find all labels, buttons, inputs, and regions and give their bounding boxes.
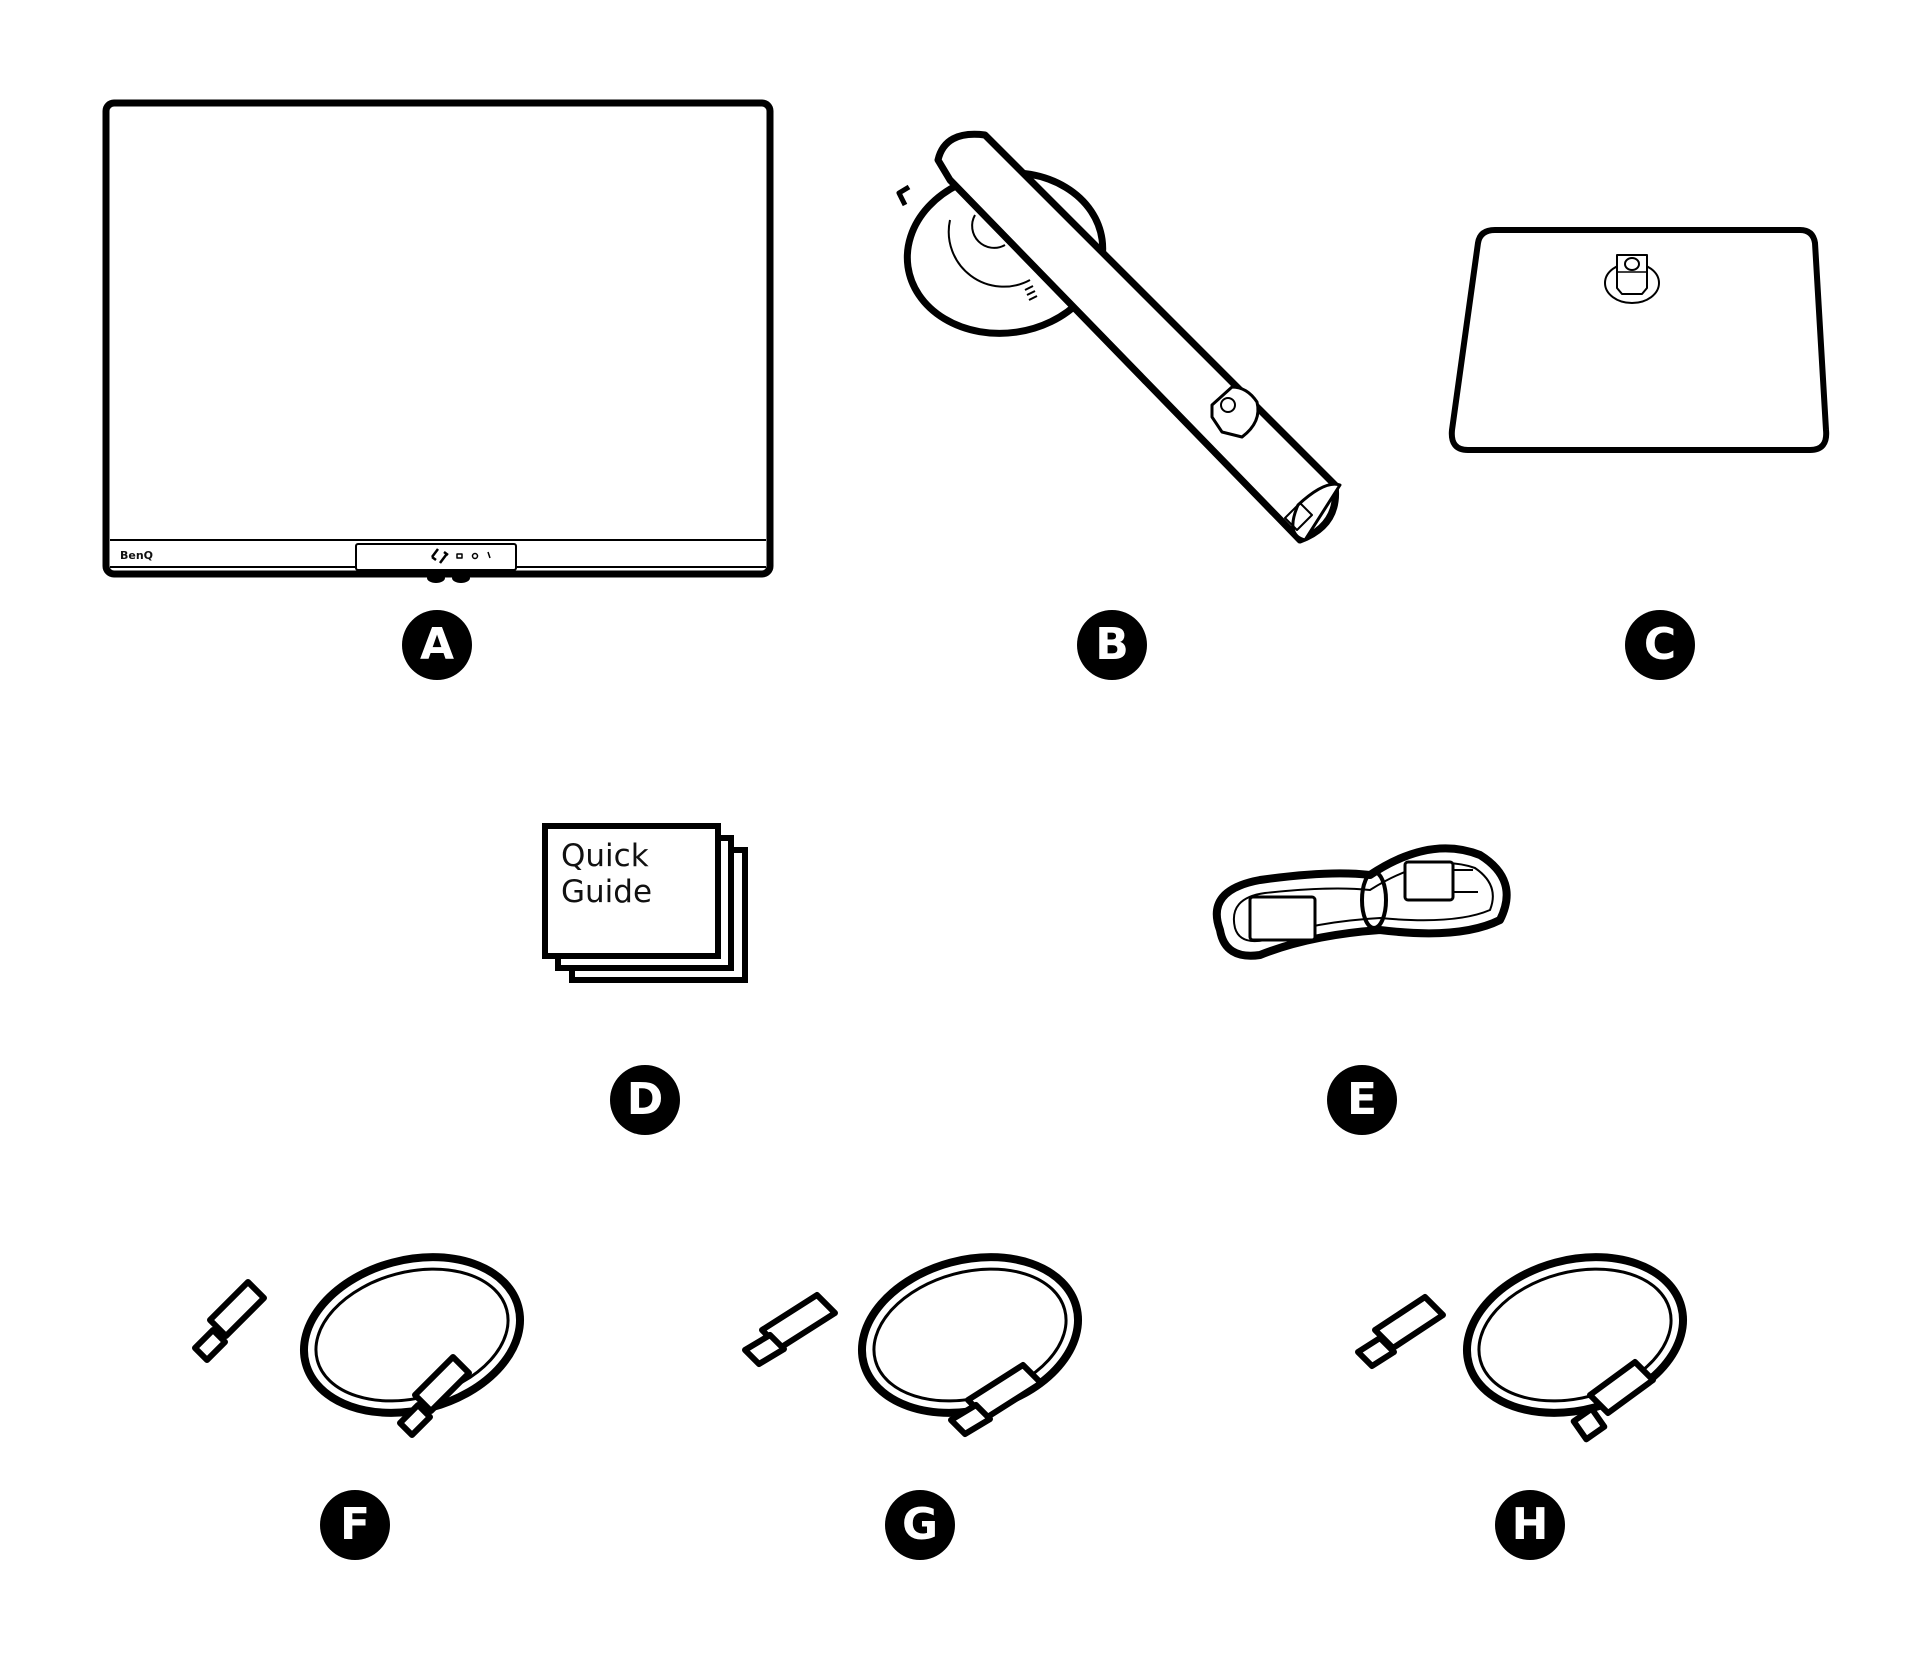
monitor-drawing xyxy=(102,99,774,583)
usb-c-cable-drawing xyxy=(192,1253,525,1438)
quick-guide-text: Quick Guide xyxy=(561,838,652,910)
label-badge-c: C xyxy=(1625,610,1695,680)
quick-guide-line2: Guide xyxy=(561,874,653,910)
label-badge-d: D xyxy=(610,1065,680,1135)
quick-guide-drawing xyxy=(542,823,748,983)
label-badge-b: B xyxy=(1077,610,1147,680)
label-badge-a: A xyxy=(402,610,472,680)
quick-guide-line1: Quick xyxy=(561,838,649,874)
usb-ab-cable-drawing xyxy=(1355,1253,1688,1443)
stand-base-drawing xyxy=(1448,227,1830,453)
label-badge-h: H xyxy=(1495,1490,1565,1560)
hdmi-cable-drawing xyxy=(742,1253,1083,1437)
label-badge-f: F xyxy=(320,1490,390,1560)
monitor-brand-logo: BenQ xyxy=(120,549,154,562)
label-badge-g: G xyxy=(885,1490,955,1560)
power-cord-drawing xyxy=(1212,844,1511,960)
stand-riser-drawing xyxy=(896,130,1342,544)
label-badge-e: E xyxy=(1327,1065,1397,1135)
